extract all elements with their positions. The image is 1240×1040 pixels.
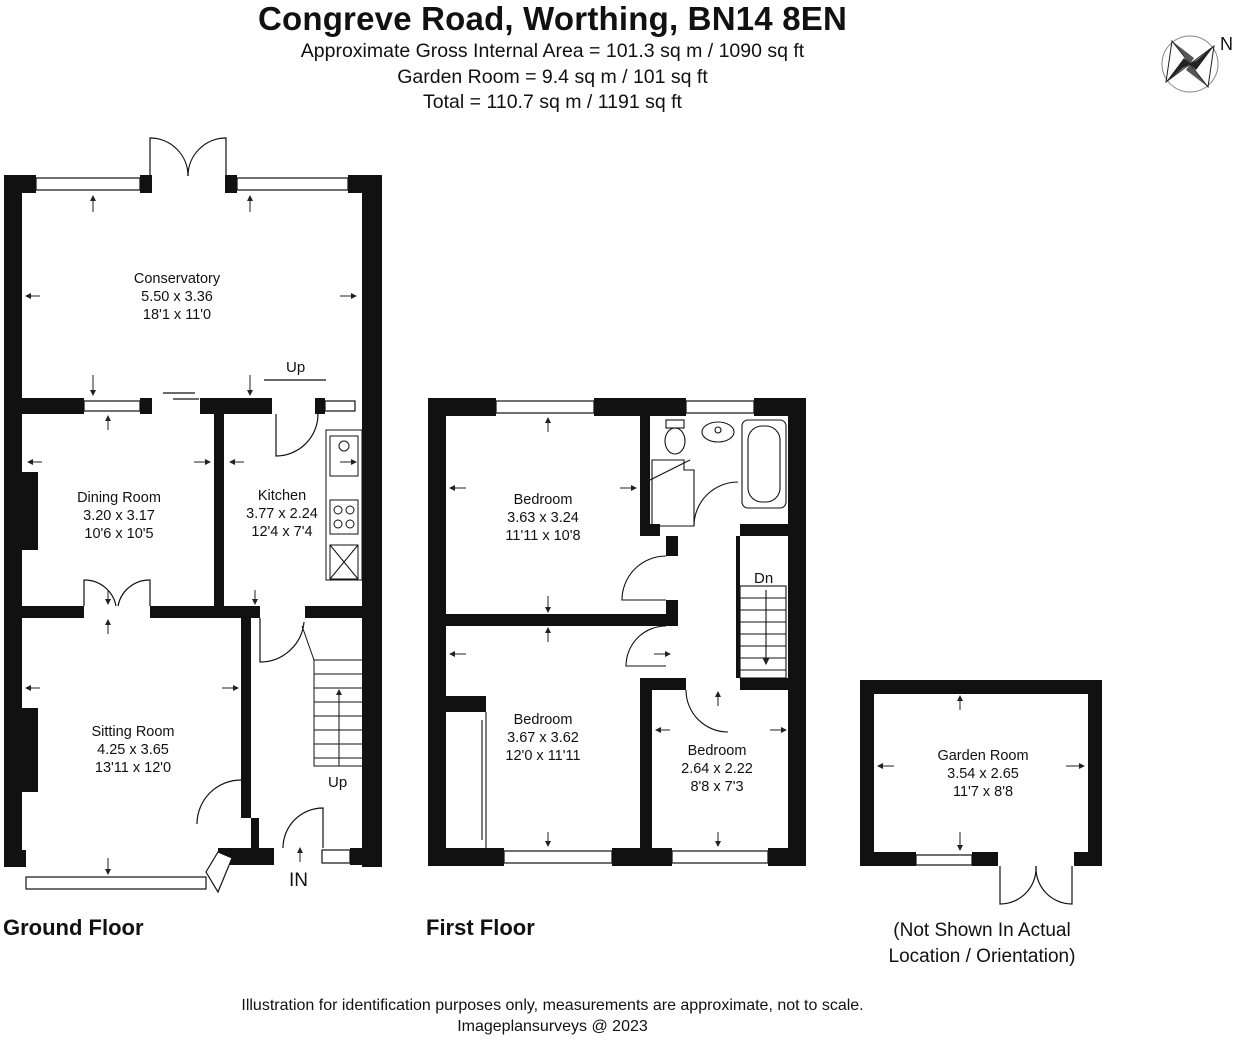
gross-internal-area: Approximate Gross Internal Area = 101.3 … [300, 40, 805, 62]
first-floor-windows [495, 400, 769, 864]
room-metric: 3.20 x 3.17 [83, 508, 155, 524]
garden-room-location-note: (Not Shown In Actual Location / Orientat… [860, 918, 1104, 970]
ground-floor-doors [83, 137, 326, 849]
room-name: Dining Room [77, 490, 161, 506]
room-name: Bedroom [513, 492, 573, 508]
ground-floor-dimension-arrows [25, 195, 357, 875]
room-metric: 3.63 x 3.24 [507, 510, 579, 526]
entrance-label: IN [289, 870, 308, 891]
room-imperial: 11'11 x 10'8 [505, 528, 581, 544]
total-area: Total = 110.7 sq m / 1191 sq ft [423, 91, 682, 113]
room-metric: 3.77 x 2.24 [246, 506, 318, 522]
room-sitting-room: Sitting Room 4.25 x 3.65 13'11 x 12'0 [68, 723, 198, 777]
compass-north-label: N [1220, 34, 1233, 54]
garden-room-doors [999, 865, 1073, 905]
garden-room-window [915, 854, 973, 866]
room-imperial: 11'7 x 8'8 [952, 784, 1014, 800]
garden-room-area: Garden Room = 9.4 sq m / 101 sq ft [397, 66, 708, 88]
room-bedroom-3: Bedroom 2.64 x 2.22 8'8 x 7'3 [662, 742, 772, 796]
credit-text: Imageplansurveys @ 2023 [457, 1018, 648, 1035]
first-floor-fittings [481, 419, 787, 848]
note-line-2: Location / Orientation) [888, 946, 1076, 967]
stairs-up-label-top: Up [286, 359, 306, 376]
compass-icon [1161, 35, 1219, 93]
room-conservatory: Conservatory 5.50 x 3.36 18'1 x 11'0 [112, 270, 242, 324]
garden-room-plan [860, 680, 1102, 866]
room-dining-room: Dining Room 3.20 x 3.17 10'6 x 10'5 [54, 489, 184, 543]
stairs-up-label: Up [328, 774, 348, 791]
stairs-down-label: Dn [754, 570, 774, 587]
room-imperial: 18'1 x 11'0 [142, 307, 212, 323]
room-metric: 3.67 x 3.62 [507, 730, 579, 746]
room-name: Bedroom [687, 743, 747, 759]
room-metric: 5.50 x 3.36 [141, 289, 213, 305]
first-floor-label: First Floor [426, 915, 535, 940]
room-name: Kitchen [257, 488, 307, 504]
room-kitchen: Kitchen 3.77 x 2.24 12'4 x 7'4 [232, 487, 332, 541]
room-name: Conservatory [133, 271, 221, 287]
room-bedroom-1: Bedroom 3.63 x 3.24 11'11 x 10'8 [478, 491, 608, 545]
kitchen-fittings [325, 429, 363, 581]
room-metric: 2.64 x 2.22 [681, 761, 753, 777]
ground-floor-windows [25, 177, 356, 894]
ground-floor-stairs [301, 625, 365, 767]
room-bedroom-2: Bedroom 3.67 x 3.62 12'0 x 11'11 [478, 711, 608, 765]
room-name: Bedroom [513, 712, 573, 728]
room-imperial: 12'0 x 11'11 [505, 748, 581, 764]
garden-room-dimension-arrows [877, 695, 1085, 851]
room-imperial: 13'11 x 12'0 [94, 760, 172, 776]
plan-title: Congreve Road, Worthing, BN14 8EN [257, 0, 848, 37]
ground-floor-label: Ground Floor [3, 915, 144, 940]
room-name: Garden Room [937, 748, 1029, 764]
first-floor-dimension-arrows [449, 417, 787, 847]
disclaimer-text: Illustration for identification purposes… [241, 997, 864, 1014]
first-floor-plan [428, 398, 806, 866]
room-imperial: 8'8 x 7'3 [690, 779, 744, 795]
room-imperial: 12'4 x 7'4 [251, 524, 313, 540]
room-metric: 3.54 x 2.65 [947, 766, 1019, 782]
room-garden-room: Garden Room 3.54 x 2.65 11'7 x 8'8 [918, 747, 1048, 801]
room-metric: 4.25 x 3.65 [97, 742, 169, 758]
room-imperial: 10'6 x 10'5 [84, 526, 154, 542]
room-name: Sitting Room [91, 724, 175, 740]
ground-floor-plan [4, 175, 382, 867]
note-line-1: (Not Shown In Actual [893, 920, 1071, 941]
